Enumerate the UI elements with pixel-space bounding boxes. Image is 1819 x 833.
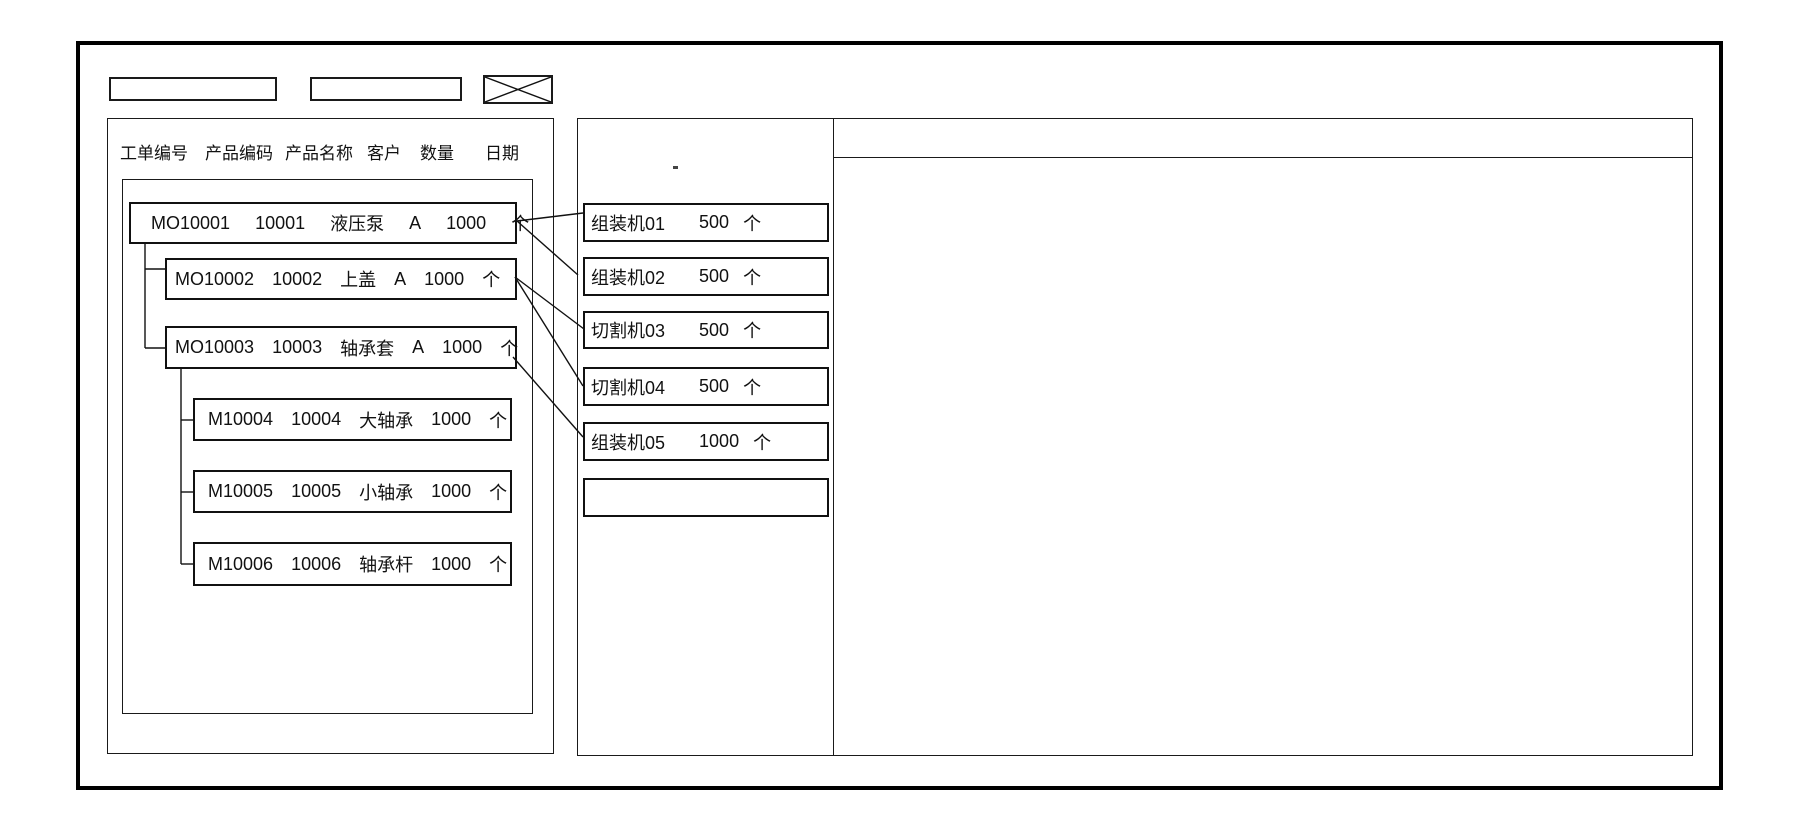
machine-unit: 个 — [743, 377, 762, 398]
qty: 1000 — [442, 337, 483, 357]
qty: 1000 — [446, 212, 487, 233]
col-header-qty: 数量 — [420, 143, 454, 163]
machine-name: 组装机01 — [591, 213, 666, 234]
product-name: 轴承套 — [340, 338, 395, 359]
order-box-M10005[interactable]: M10005 10005 小轴承 1000 个 — [193, 470, 512, 513]
machine-qty: 500 — [699, 212, 730, 232]
order-no: M10004 — [208, 409, 274, 429]
x-glyph — [485, 77, 551, 102]
toolbar-input-1[interactable] — [109, 77, 277, 101]
product-name: 液压泵 — [330, 214, 385, 234]
unit: 个 — [511, 214, 530, 234]
machine-unit: 个 — [743, 213, 762, 234]
order-box-MO10002[interactable]: MO10002 10002 上盖 A 1000 个 — [165, 258, 517, 300]
unit: 个 — [489, 555, 508, 575]
order-box-MO10001[interactable]: MO10001 10001 液压泵 A 1000 个 — [129, 202, 529, 244]
customer: A — [409, 212, 422, 233]
col-header-product-name: 产品名称 — [285, 143, 353, 163]
product-name: 轴承杆 — [359, 555, 414, 575]
product-code: 10001 — [255, 212, 306, 233]
column-header-row: 工单编号 产品编码 产品名称 客户 数量 日期 — [120, 140, 519, 163]
order-no: M10006 — [208, 553, 274, 574]
machine-unit: 个 — [743, 267, 762, 288]
order-no: MO10003 — [175, 337, 255, 357]
machine-box-03[interactable]: 切割机03 500 个 — [583, 311, 829, 349]
product-code: 10004 — [291, 409, 342, 429]
close-box-icon[interactable] — [483, 75, 553, 104]
detail-header-divider — [834, 157, 1692, 158]
order-no: MO10001 — [151, 212, 231, 233]
qty: 1000 — [431, 481, 472, 501]
machine-name: 切割机03 — [591, 321, 666, 341]
machine-qty: 500 — [699, 319, 730, 340]
qty: 1000 — [431, 409, 472, 429]
unit: 个 — [500, 338, 519, 359]
product-code: 10005 — [291, 481, 342, 501]
machine-unit: 个 — [753, 432, 772, 453]
product-code: 10002 — [272, 268, 323, 289]
product-name: 上盖 — [340, 270, 377, 290]
order-box-M10006[interactable]: M10006 10006 轴承杆 1000 个 — [193, 542, 512, 586]
unit: 个 — [489, 410, 508, 431]
col-header-customer: 客户 — [367, 143, 401, 163]
col-header-product-code: 产品编码 — [205, 143, 273, 163]
machine-qty: 500 — [699, 376, 730, 396]
col-header-order-no: 工单编号 — [120, 143, 188, 163]
qty: 1000 — [431, 553, 472, 574]
product-name: 大轴承 — [359, 410, 414, 431]
machine-unit: 个 — [743, 321, 762, 341]
machine-box-02[interactable]: 组装机02 500 个 — [583, 257, 829, 296]
machine-box-empty[interactable] — [583, 478, 829, 517]
customer: A — [394, 268, 407, 289]
qty: 1000 — [424, 268, 465, 289]
product-name: 小轴承 — [359, 482, 414, 503]
stray-dot-mark — [673, 166, 678, 169]
machine-name: 组装机05 — [591, 432, 666, 453]
machine-qty: 1000 — [699, 431, 740, 451]
order-no: M10005 — [208, 481, 274, 501]
order-no: MO10002 — [175, 268, 255, 289]
unit: 个 — [482, 270, 501, 290]
unit: 个 — [489, 482, 508, 503]
product-code: 10003 — [272, 337, 323, 357]
machine-box-05[interactable]: 组装机05 1000 个 — [583, 422, 829, 461]
machine-name: 组装机02 — [591, 267, 666, 288]
order-box-M10004[interactable]: M10004 10004 大轴承 1000 个 — [193, 398, 512, 441]
customer: A — [412, 337, 425, 357]
toolbar-input-2[interactable] — [310, 77, 462, 101]
order-box-MO10003[interactable]: MO10003 10003 轴承套 A 1000 个 — [165, 326, 519, 369]
product-code: 10006 — [291, 553, 342, 574]
machine-box-01[interactable]: 组装机01 500 个 — [583, 203, 829, 242]
detail-panel — [833, 118, 1693, 756]
machine-qty: 500 — [699, 266, 730, 286]
machine-name: 切割机04 — [591, 377, 666, 398]
machine-box-04[interactable]: 切割机04 500 个 — [583, 367, 829, 406]
col-header-date: 日期 — [485, 143, 519, 163]
